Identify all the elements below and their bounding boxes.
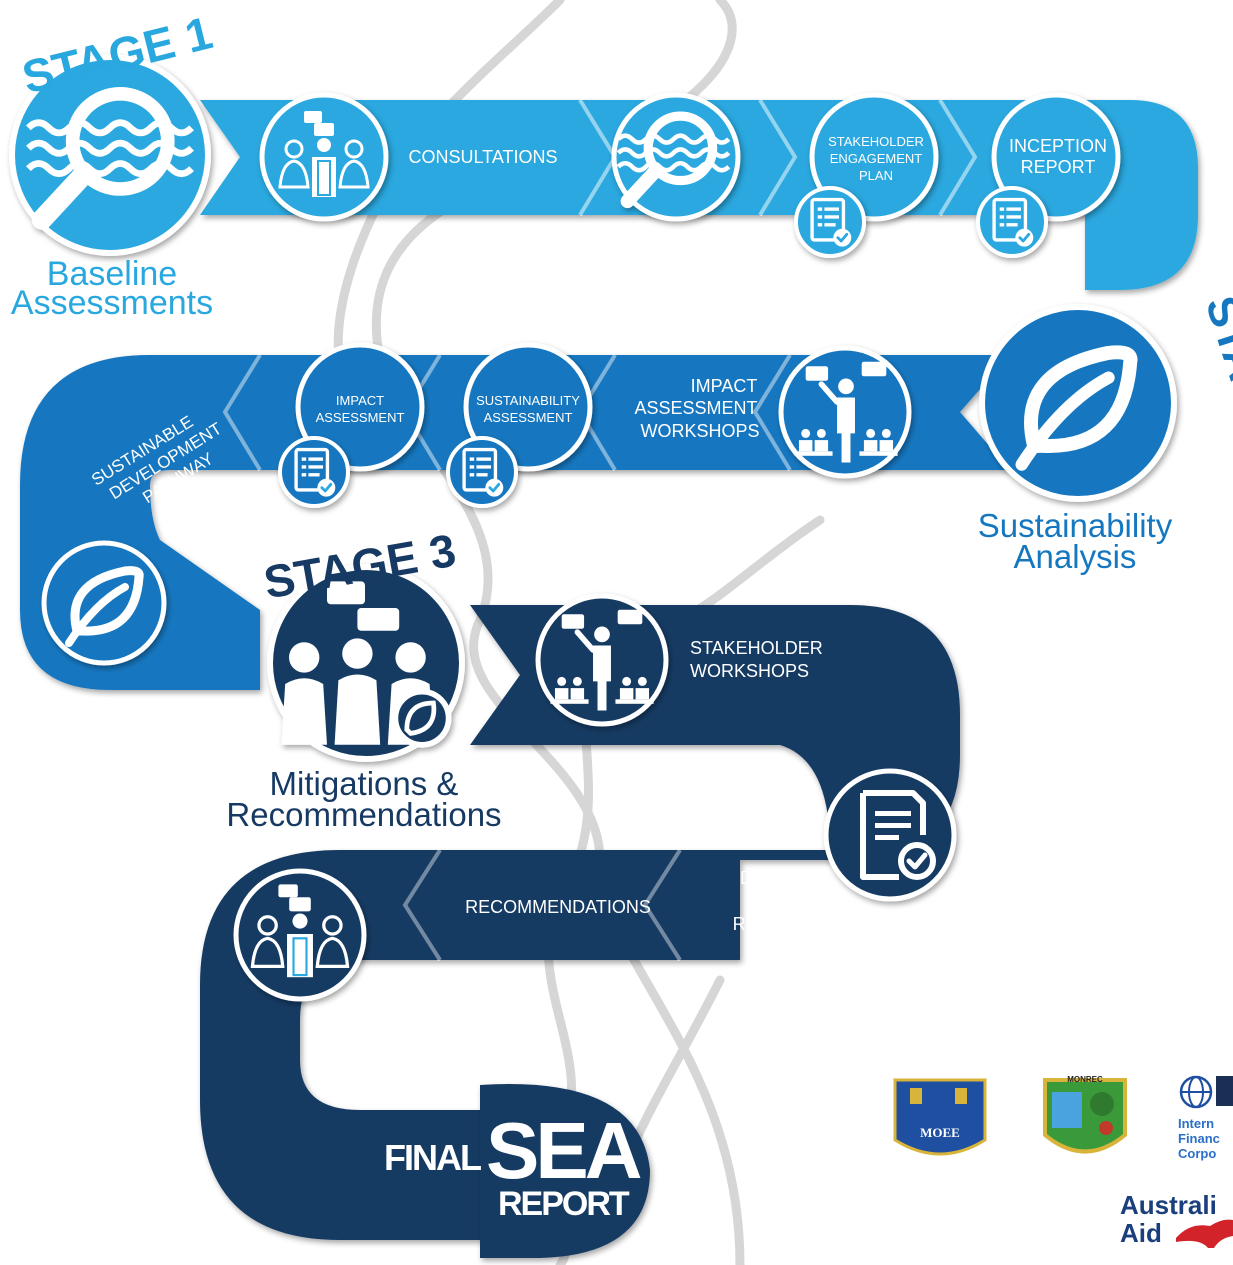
sdp-leaf-circle [41,540,167,666]
step-ia-line1: IMPACT [336,393,384,408]
stage2-title-line2: Analysis [1014,538,1137,575]
stakeholder-engagement-plan-circle [809,92,939,222]
final-consultation-circle [233,868,367,1002]
inception-report-circle [991,92,1121,222]
step-draft-line1: DRAFT [740,868,800,888]
step-iaw-line1: IMPACT [691,376,758,396]
final-sea-report-end [480,1084,650,1258]
sep-doc-badge [794,186,866,258]
ifc-logo: Intern Financ Corpo [1178,1075,1233,1161]
final-word2: SEA [486,1106,641,1195]
impact-workshop-circle [778,345,912,479]
stage2-title-line1: Sustainability [978,507,1173,544]
water-review-circle [611,92,741,222]
monrec-logo-text: MONREC [1067,1075,1103,1084]
step-sa-line1: SUSTAINABILITY [476,393,580,408]
monrec-logo: MONREC [1043,1075,1127,1154]
step-inception-line1: INCEPTION [1009,136,1107,156]
stage2-circle [979,304,1177,502]
stage3-title-line1: Mitigations & [270,765,459,802]
step-recommendations: RECOMMENDATIONS [465,897,651,917]
stage1-title-line2: Assessments [11,284,213,322]
sa-doc-badge [446,436,518,508]
stage3-circle [267,564,465,762]
aus-line2: Aid [1120,1218,1162,1248]
step-sw-line1: STAKEHOLDER [690,638,823,658]
ia-doc-badge [278,436,350,508]
step-ia-line2: ASSESSMENT [316,410,405,425]
ifc-line2: Financ [1178,1131,1220,1146]
stakeholder-workshop-circle [535,593,669,727]
step-draft-line3: REPORT [733,914,808,934]
ifc-line1: Intern [1178,1116,1214,1131]
step-iaw-line2: ASSESSMENT [634,398,757,418]
step-draft-line2: SEA [752,891,788,911]
step-sep-line3: PLAN [859,168,893,183]
consultation-circle [259,92,389,222]
stage1-title-line1: Baseline [47,255,177,293]
step-sw-line2: WORKSHOPS [690,661,809,681]
impact-assessment-circle [295,342,425,472]
ifc-line3: Corpo [1178,1146,1216,1161]
sustainability-assessment-circle [463,342,593,472]
stage3-title-line2: Recommendations [226,796,501,833]
stage2-banner: STAGE 2 [1196,290,1233,481]
aus-line1: Australi [1120,1190,1217,1220]
kangaroo-icon [1176,1219,1233,1248]
moee-logo-text: MOEE [920,1125,960,1140]
final-word3: REPORT [498,1185,630,1223]
final-word1: FINAL [384,1137,481,1178]
step-consultations: CONSULTATIONS [408,147,557,167]
stage1-circle [9,54,211,256]
step-sep-line2: ENGAGEMENT [830,151,923,166]
draft-report-circle [823,768,957,902]
step-iaw-line3: WORKSHOPS [640,421,759,441]
moee-logo: MOEE [893,1078,987,1156]
stage3-road [200,605,960,1240]
step-sep-line1: STAKEHOLDER [828,134,924,149]
step-sa-line2: ASSESSMENT [484,410,573,425]
australian-aid-logo: Australi Aid [1120,1190,1233,1248]
step-inception-line2: REPORT [1021,157,1096,177]
inception-doc-badge [976,186,1048,258]
